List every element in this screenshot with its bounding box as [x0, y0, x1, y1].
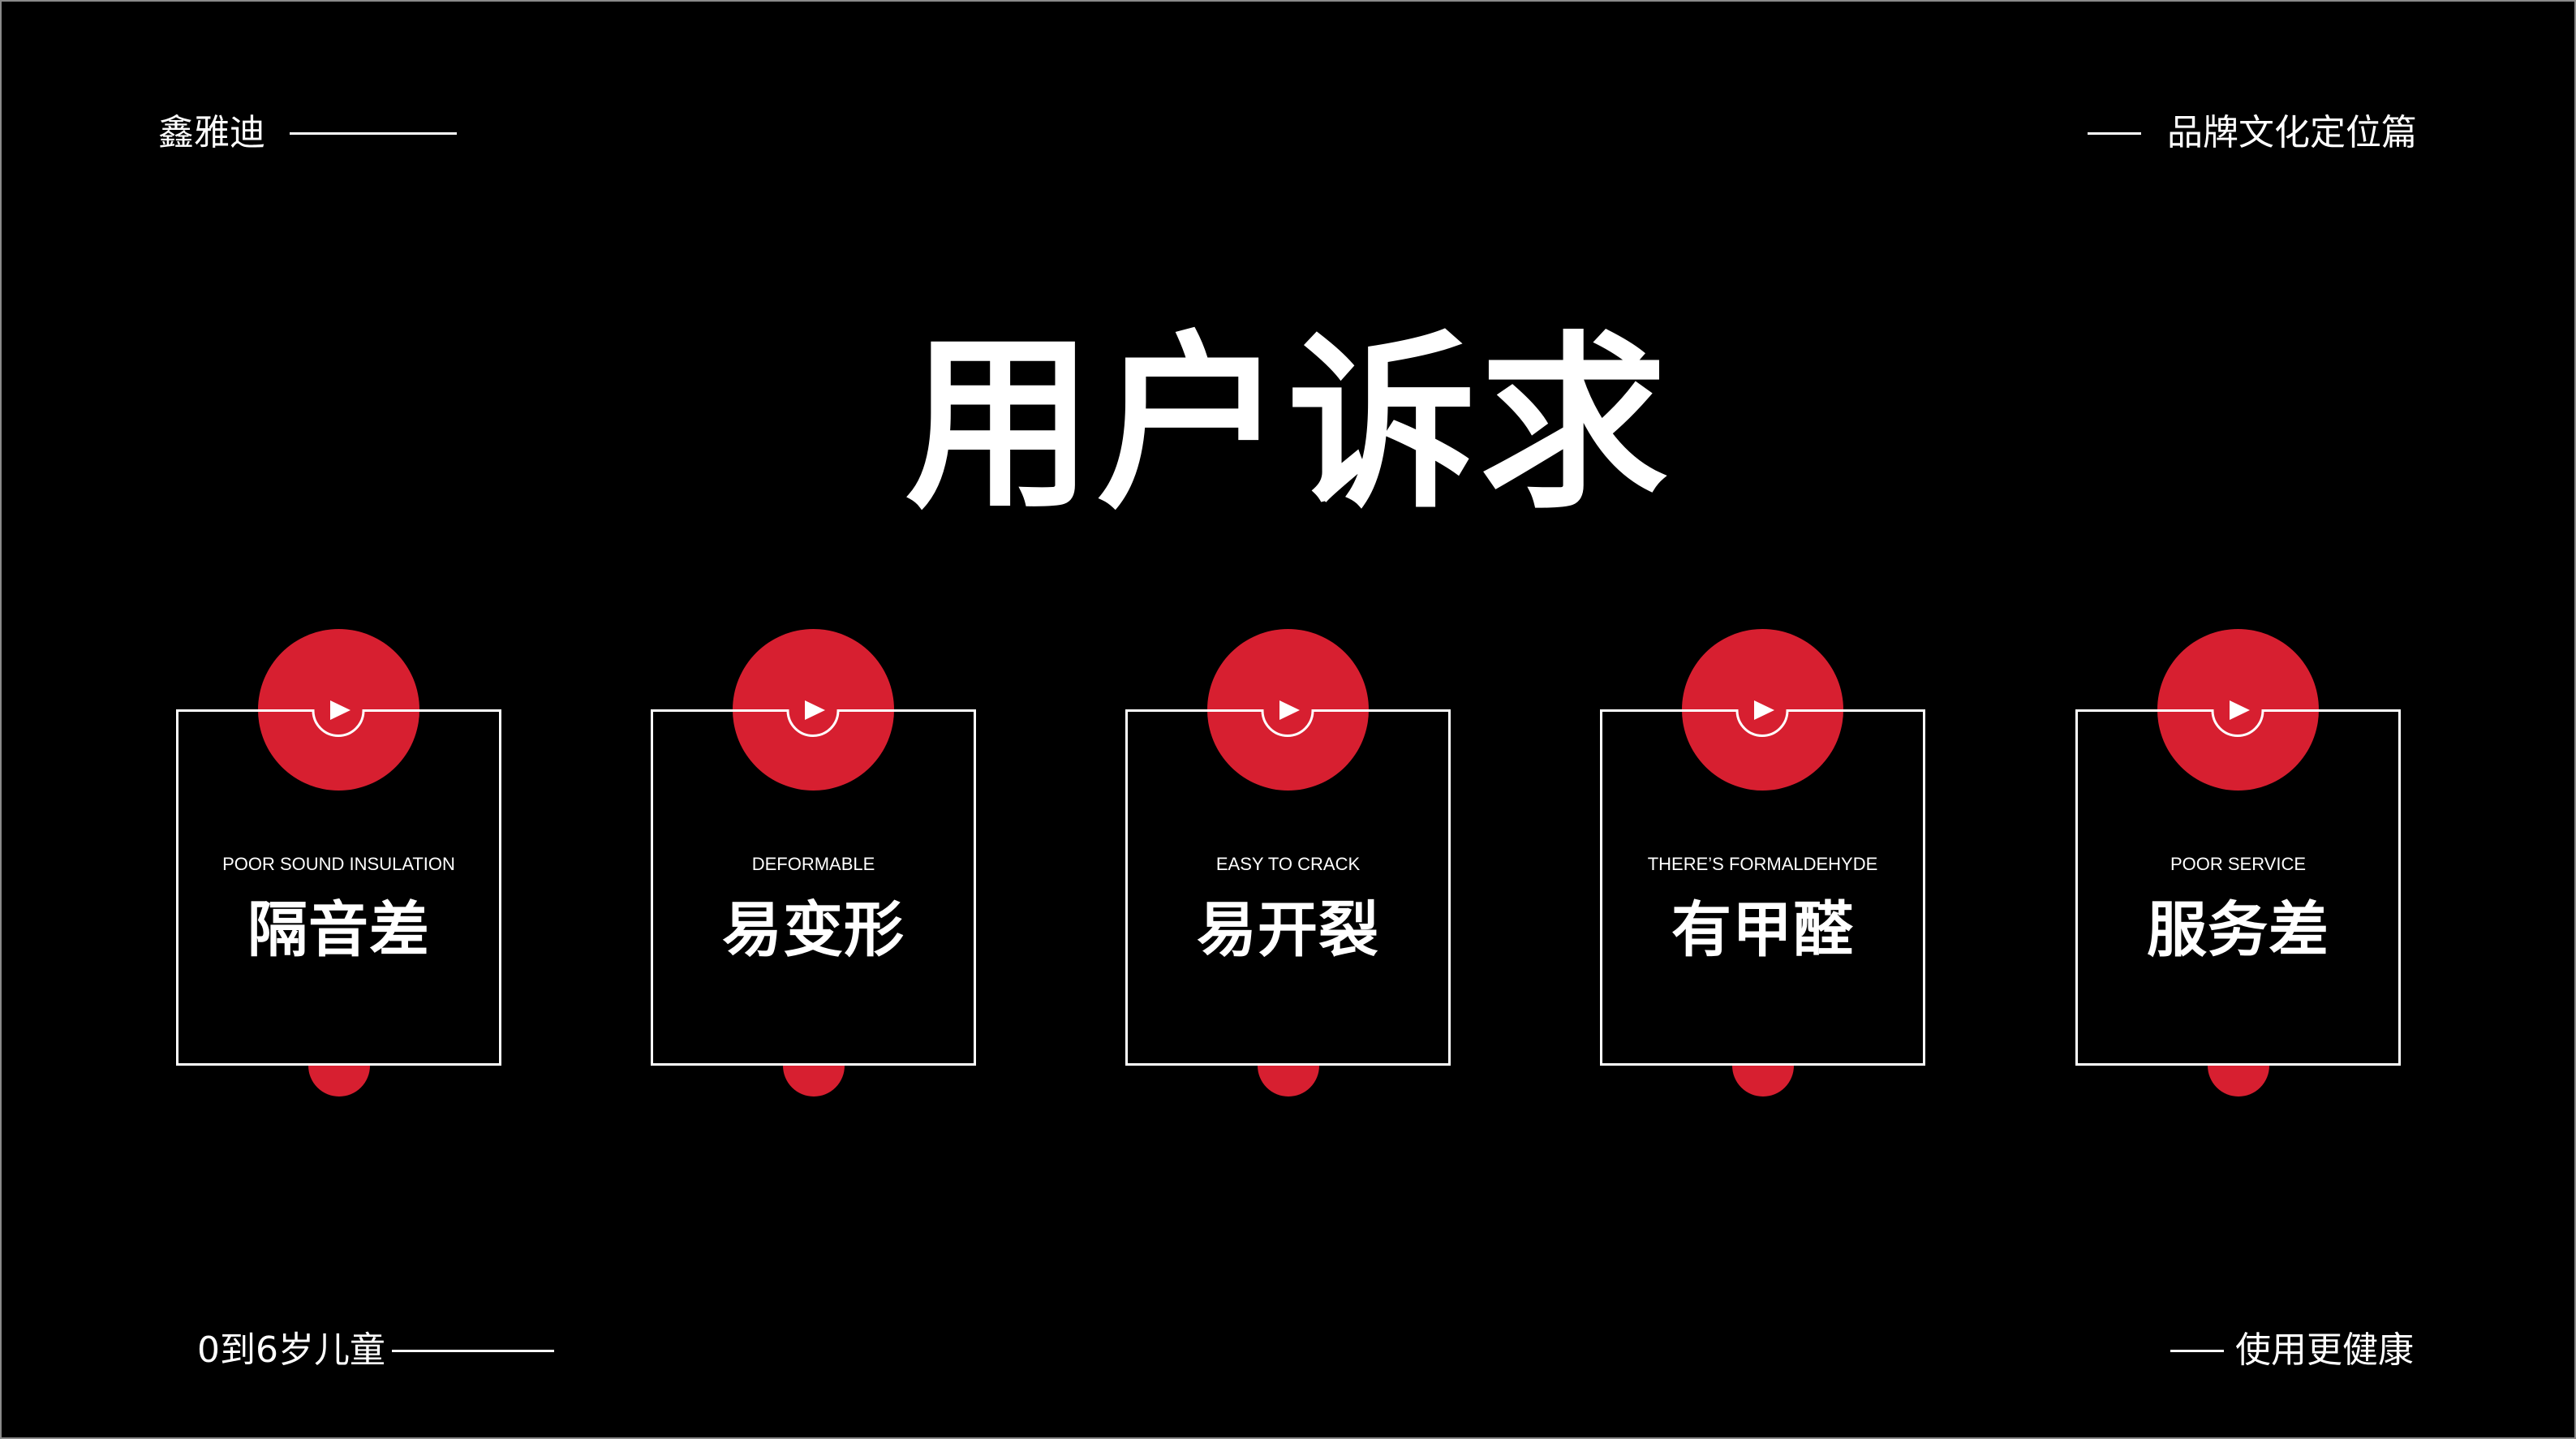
header-brand: 鑫雅迪 — [158, 115, 457, 151]
complaint-card: DEFORMABLE 易变形 — [651, 629, 976, 1096]
card-chinese-label: 服务差 — [2147, 895, 2329, 965]
complaint-card: POOR SERVICE 服务差 — [2075, 629, 2401, 1096]
section-label: 品牌文化定位篇 — [2167, 112, 2417, 153]
play-icon — [1600, 700, 1925, 742]
card-english-label: EASY TO CRACK — [1215, 854, 1361, 874]
divider-line — [290, 131, 457, 135]
brand-label: 鑫雅迪 — [158, 112, 265, 153]
divider-line — [2170, 1349, 2224, 1352]
header-section: 品牌文化定位篇 — [2088, 115, 2417, 151]
card-english-label: POOR SERVICE — [2170, 854, 2307, 874]
card-frame — [1600, 709, 1925, 1066]
card-english-label: THERE’S FORMALDEHYDE — [1647, 854, 1878, 874]
complaint-card: EASY TO CRACK 易开裂 — [1125, 629, 1451, 1096]
complaint-card: THERE’S FORMALDEHYDE 有甲醛 — [1600, 629, 1925, 1096]
footer-tagline: 使用更健康 — [2170, 1333, 2414, 1368]
complaint-card: POOR SOUND INSULATION 隔音差 — [176, 629, 501, 1096]
card-chinese-label: 隔音差 — [247, 895, 430, 965]
play-icon — [651, 700, 976, 742]
card-english-label: DEFORMABLE — [751, 854, 875, 874]
footer-audience: 0到6岁儿童 — [197, 1333, 554, 1368]
tagline-label: 使用更健康 — [2235, 1329, 2414, 1371]
card-chinese-label: 易变形 — [722, 895, 905, 965]
divider-line — [392, 1349, 554, 1352]
card-english-label: POOR SOUND INSULATION — [222, 854, 455, 874]
divider-line — [2088, 131, 2141, 135]
play-icon — [2075, 700, 2401, 742]
page-title: 用户诉求 — [905, 315, 1671, 534]
card-chinese-label: 有甲醛 — [1671, 895, 1854, 965]
audience-label: 0到6岁儿童 — [197, 1329, 385, 1371]
play-icon — [176, 700, 501, 742]
play-icon — [1125, 700, 1451, 742]
card-chinese-label: 易开裂 — [1197, 895, 1379, 965]
